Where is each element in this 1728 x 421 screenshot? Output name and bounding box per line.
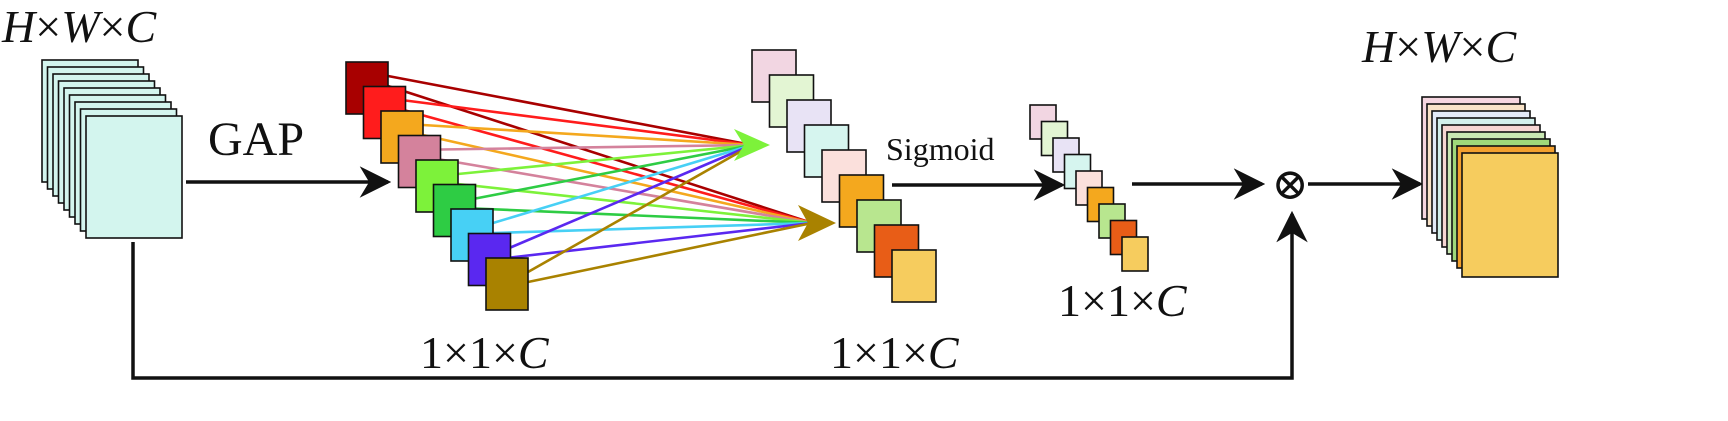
gap-vector-dims-label: 1×1×C: [420, 327, 550, 378]
fc-arrow: [527, 221, 813, 284]
fc-arrow: [527, 143, 753, 274]
fc-arrow: [387, 74, 753, 147]
weighted-vector-dims-label: 1×1×C: [830, 327, 960, 378]
input-dims-label: H×W×C: [1, 1, 157, 52]
fc-arrow: [405, 99, 753, 147]
weighted-channel-square: [891, 249, 937, 303]
output-dims-label: H×W×C: [1361, 21, 1517, 72]
sigmoid-vector-dims-label: 1×1×C: [1058, 275, 1188, 326]
fc-arrow: [510, 221, 813, 259]
fc-arrow: [492, 143, 753, 225]
fc-arrow: [440, 143, 753, 151]
fc-arrowhead: [734, 129, 770, 161]
fc-arrow: [387, 84, 813, 225]
sigmoid-label: Sigmoid: [886, 131, 994, 167]
gap-channel-vector: [345, 61, 529, 311]
input-feature-stack: [41, 59, 183, 239]
fc-arrowhead: [798, 205, 836, 241]
skip-connection-arrow: [131, 210, 1308, 380]
weighted-channel-vector: [751, 49, 937, 303]
sigmoid-channel-vector: [1029, 104, 1149, 272]
fc-arrow: [457, 143, 753, 176]
fc-arrow: [475, 143, 753, 200]
output-feature-stack: [1421, 96, 1559, 278]
sigmoid-channel-square: [1121, 236, 1149, 272]
gap-label: GAP: [208, 113, 304, 166]
fc-arrow: [509, 143, 753, 249]
fully-connected-arrows: [387, 74, 836, 284]
output-feature-map: [1461, 152, 1559, 278]
multiply-operator: ⊗: [1272, 160, 1309, 209]
gap-channel-square: [485, 257, 529, 311]
input-feature-map: [85, 115, 183, 239]
fc-arrow: [422, 123, 753, 147]
